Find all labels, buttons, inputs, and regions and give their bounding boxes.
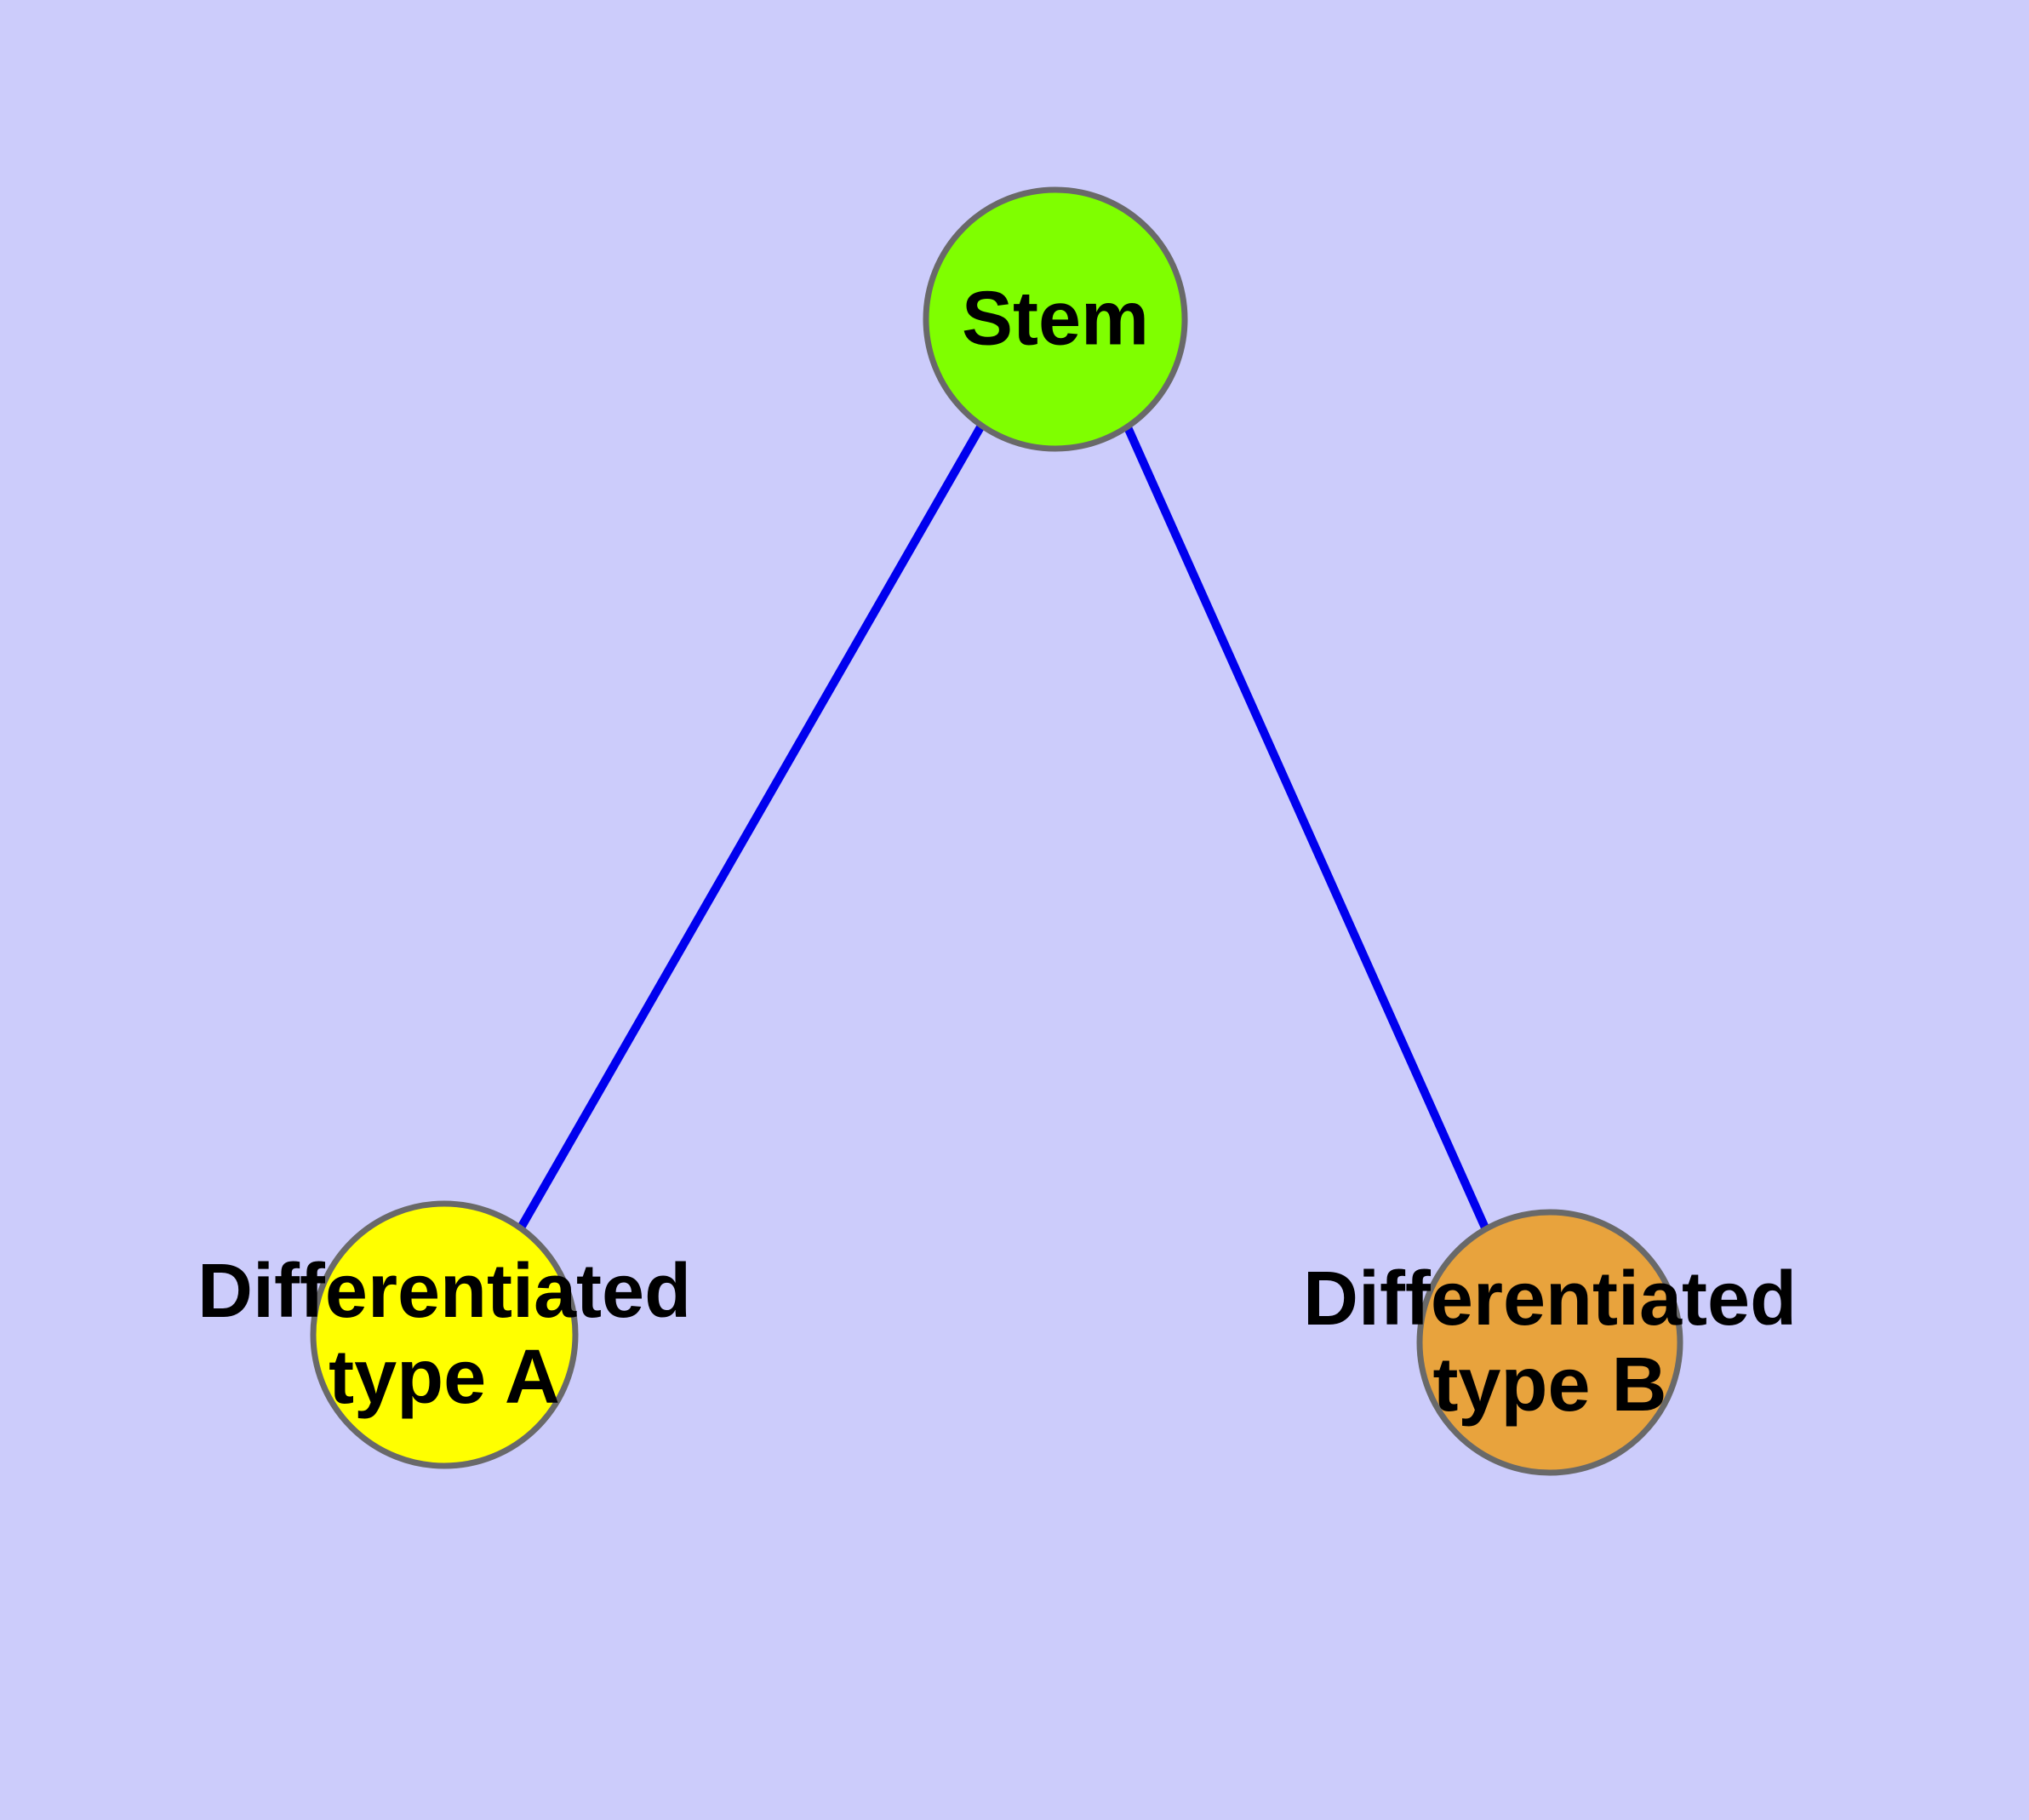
node-layer bbox=[310, 186, 1683, 1476]
node-diff_a[interactable] bbox=[310, 1200, 579, 1469]
node-diff_b[interactable] bbox=[1416, 1209, 1683, 1476]
edge-stem-to-diff-b[interactable] bbox=[1123, 425, 1492, 1236]
node-stem[interactable] bbox=[923, 186, 1188, 452]
edge-layer bbox=[516, 423, 1492, 1236]
edge-stem-to-diff-a[interactable] bbox=[516, 423, 986, 1232]
